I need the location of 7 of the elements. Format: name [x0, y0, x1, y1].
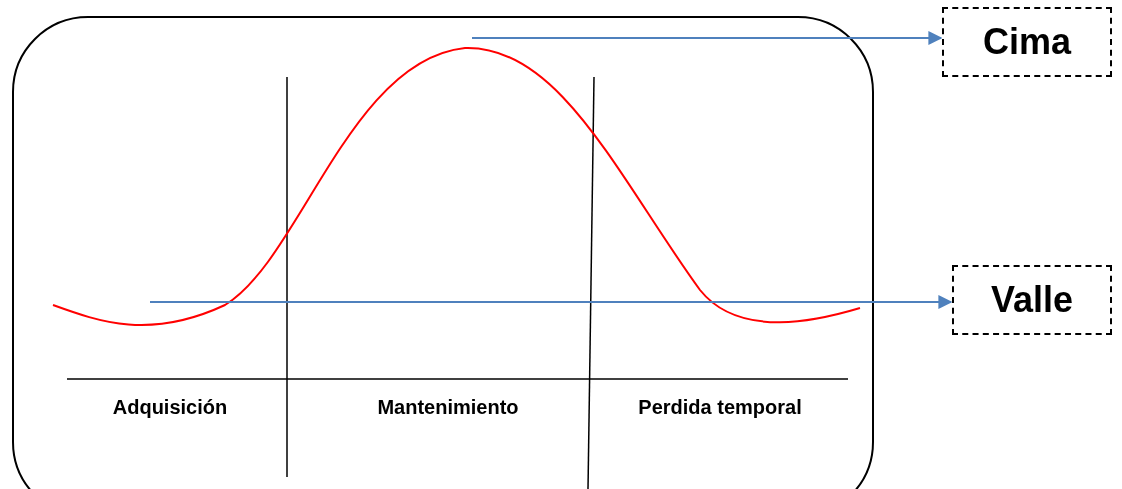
arrow [471, 31, 943, 45]
phase-label: Mantenimiento [377, 396, 519, 419]
phase-label: Perdida temporal [638, 396, 802, 419]
dashed-callout-box: Cima [942, 7, 1112, 77]
dashed-callout-box: Valle [952, 265, 1112, 335]
phase-label: Adquisición [112, 396, 228, 419]
arrow [149, 295, 953, 309]
